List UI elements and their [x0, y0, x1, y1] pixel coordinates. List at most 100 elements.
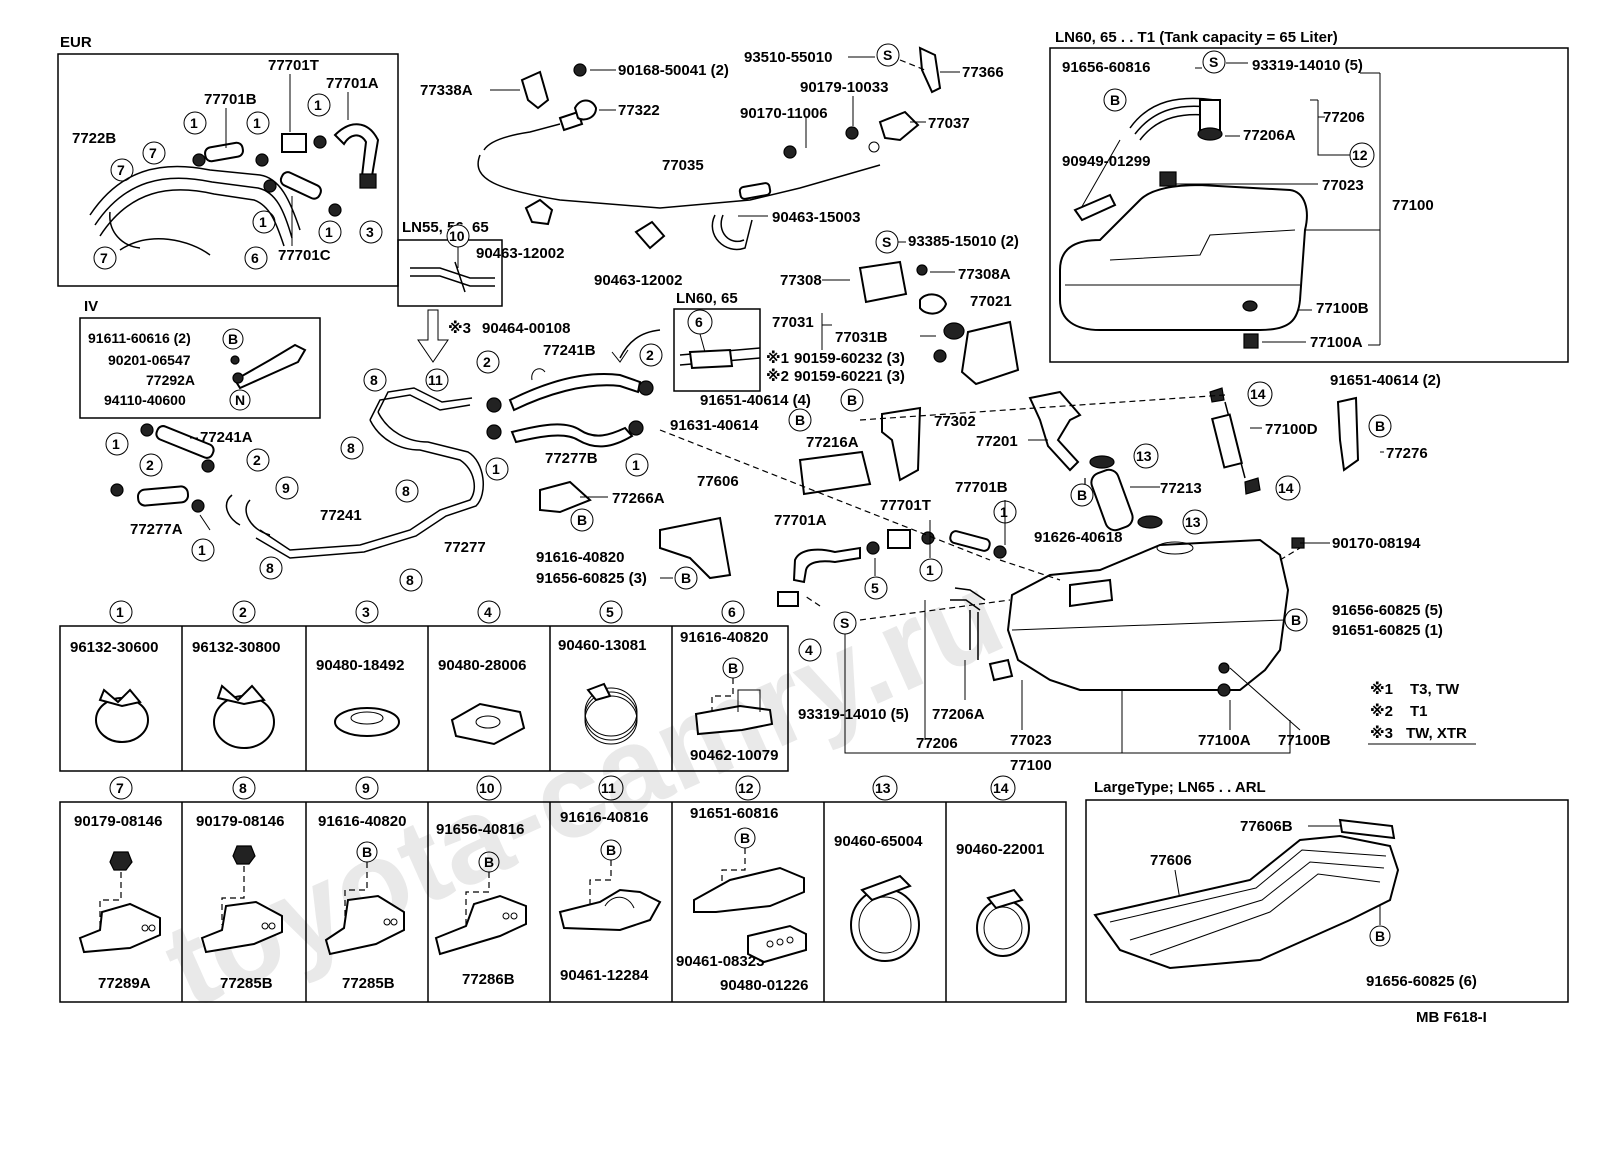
svg-text:10: 10 [449, 228, 465, 244]
large-type-inset: LargeType; LN65 . . ARL 77606B 77606 916… [1085, 779, 1569, 1003]
label-77037: 77037 [928, 115, 970, 132]
part-code-13: 90460-65004 [834, 833, 923, 850]
part-sub-12: 90461-08323 [676, 953, 764, 970]
label-90463-c: 90463-15003 [772, 209, 860, 226]
label-93510: 93510-55010 [744, 49, 832, 66]
part-code-6b: 90462-10079 [690, 747, 778, 764]
label-77023: 77023 [1010, 732, 1052, 749]
svg-text:3: 3 [366, 224, 374, 240]
label-77366: 77366 [962, 64, 1004, 81]
svg-text:B: B [228, 331, 238, 347]
part-index-14: 14 [993, 780, 1009, 796]
svg-text:13: 13 [1136, 448, 1152, 464]
svg-text:4: 4 [805, 642, 813, 658]
mark-2: ※2 [766, 367, 789, 385]
large-type-frame [1085, 799, 1569, 1003]
svg-text:S: S [1209, 54, 1218, 70]
svg-text:6: 6 [251, 250, 259, 266]
legend-mark-1: ※1 [1370, 680, 1393, 698]
label-77031b: 77031B [835, 329, 888, 346]
tank-label-77100a: 77100A [1310, 334, 1363, 351]
tank-label-91656: 91656-60816 [1062, 59, 1150, 76]
iv-label-94110: 94110-40600 [104, 392, 186, 408]
label-91651-b: 91651-40614 (2) [1330, 372, 1441, 389]
svg-text:14: 14 [1250, 386, 1266, 402]
svg-text:1: 1 [190, 115, 198, 131]
label-77277: 77277 [444, 539, 486, 556]
part-code-6: 91616-40820 [680, 629, 768, 646]
ln60-small-frame [673, 308, 761, 392]
label-90170: 90170-11006 [740, 105, 828, 122]
label-90464: 90464-00108 [482, 320, 570, 337]
svg-text:1: 1 [325, 224, 333, 240]
iv-inset: IV 91611-60616 (2) B 90201-06547 77292A … [79, 298, 321, 419]
svg-text:B: B [362, 844, 372, 860]
part-index-8: 8 [239, 780, 247, 796]
svg-text:B: B [1291, 612, 1301, 628]
svg-text:8: 8 [370, 372, 378, 388]
label-77213: 77213 [1160, 480, 1202, 497]
footer-code: MB F618-I [1416, 1009, 1487, 1026]
label-77266a: 77266A [612, 490, 665, 507]
fuel-tank-main [950, 538, 1290, 697]
part-index-2: 2 [239, 604, 247, 620]
ln60-small-title: LN60, 65 [676, 290, 738, 307]
label-93319: 93319-14010 (5) [798, 706, 909, 723]
label-77206: 77206 [916, 735, 958, 752]
label-91656-b: 91656-60825 (5) [1332, 602, 1443, 619]
label-90159-a: 90159-60232 (3) [794, 350, 905, 367]
part-sub-9: 77285B [342, 975, 395, 992]
label-77100b: 77100B [1278, 732, 1331, 749]
label-90159-b: 90159-60221 (3) [794, 368, 905, 385]
part-index-1: 1 [116, 604, 124, 620]
svg-text:B: B [740, 830, 750, 846]
label-77701a: 77701A [774, 512, 827, 529]
tank-label-77100b: 77100B [1316, 300, 1369, 317]
ln60-tank-frame [1049, 47, 1569, 363]
svg-text:1: 1 [253, 115, 261, 131]
svg-text:S: S [883, 47, 892, 63]
label-90170-b: 90170-08194 [1332, 535, 1421, 552]
label-77021: 77021 [970, 293, 1012, 310]
dashed-leaders [659, 59, 1301, 621]
part-sub-11: 90461-12284 [560, 967, 649, 984]
clamp-14 [976, 888, 1030, 957]
svg-text:2: 2 [646, 347, 654, 363]
fuel-pipes [110, 387, 484, 559]
part-sub-10: 77286B [462, 971, 515, 988]
svg-text:B: B [1375, 928, 1385, 944]
part-index-6: 6 [728, 604, 736, 620]
part-code-1: 96132-30600 [70, 639, 158, 656]
label-77308: 77308 [780, 272, 822, 289]
part-index-13: 13 [875, 780, 891, 796]
label-77031: 77031 [772, 314, 814, 331]
svg-text:B: B [1077, 487, 1087, 503]
svg-text:1: 1 [632, 457, 640, 473]
eur-label-7722b: 7722B [72, 130, 116, 147]
large-label-91656: 91656-60825 (6) [1366, 973, 1477, 990]
svg-text:6: 6 [695, 314, 703, 330]
legend-mark-2: ※2 [1370, 702, 1393, 720]
label-77201: 77201 [976, 433, 1018, 450]
part-code-14: 90460-22001 [956, 841, 1044, 858]
canister-parts [539, 260, 1360, 607]
label-77701t: 77701T [880, 497, 931, 514]
svg-text:2: 2 [253, 452, 261, 468]
legend-text-1: T3, TW [1410, 681, 1460, 698]
clamp-8 [200, 866, 283, 954]
center-ref-markers: 8 11 8 8 8 8 9 2 1 2 1 1 2 2 1 S S B B B… [105, 43, 1392, 662]
center-labels: 77338A 90168-50041 (2) 93510-55010 77366… [130, 49, 1443, 774]
part-index-5: 5 [606, 604, 614, 620]
label-90179: 90179-10033 [800, 79, 888, 96]
svg-text:11: 11 [428, 372, 443, 388]
part-sub-7: 77289A [98, 975, 151, 992]
label-91631: 91631-40614 [670, 417, 759, 434]
label-77277b: 77277B [545, 450, 598, 467]
label-77701b: 77701B [955, 479, 1008, 496]
svg-text:13: 13 [1185, 514, 1201, 530]
tank-label-77023: 77023 [1322, 177, 1364, 194]
part-index-10: 10 [479, 780, 495, 796]
clamp-13 [850, 874, 920, 962]
label-77206a: 77206A [932, 706, 985, 723]
tank-label-77100: 77100 [1392, 197, 1434, 214]
